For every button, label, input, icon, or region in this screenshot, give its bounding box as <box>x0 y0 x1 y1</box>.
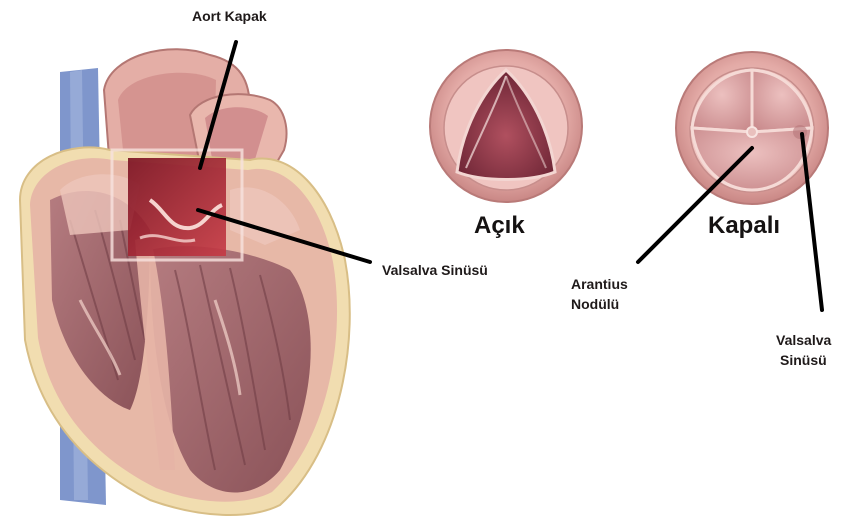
label-aort-kapak: Aort Kapak <box>192 8 267 24</box>
open-valve-illustration <box>430 50 582 202</box>
label-valsalva-sinusu-heart: Valsalva Sinüsü <box>382 262 488 278</box>
heart-illustration <box>20 49 350 515</box>
label-arantius-line1: Arantius <box>571 276 628 292</box>
label-arantius-line2: Nodülü <box>571 296 619 312</box>
label-acik: Açık <box>474 212 525 240</box>
valsalva-sinus-mark <box>793 125 807 139</box>
label-valsalva-right-line1: Valsalva <box>776 332 831 348</box>
label-kapali: Kapalı <box>708 212 780 240</box>
arantius-nodule-mark <box>747 127 757 137</box>
label-valsalva-right-line2: Sinüsü <box>780 352 827 368</box>
closed-valve-illustration <box>676 52 828 204</box>
